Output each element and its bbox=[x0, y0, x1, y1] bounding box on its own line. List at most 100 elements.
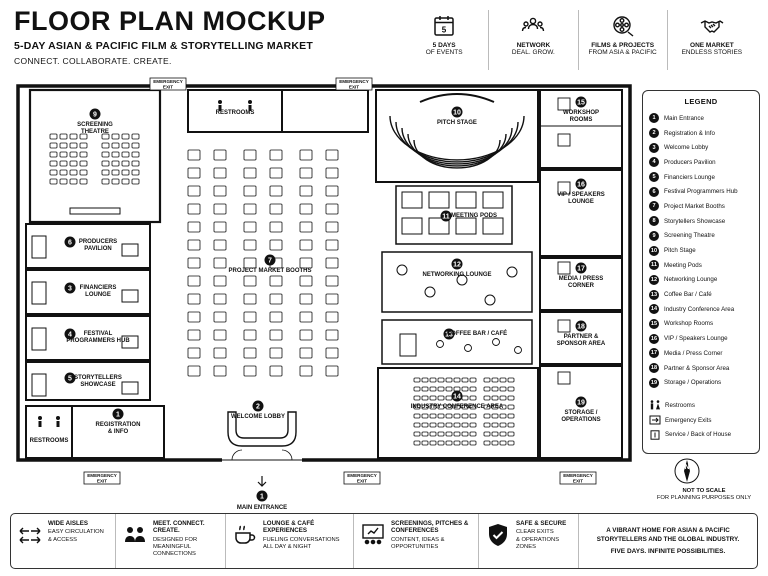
feature-desc: ZONES bbox=[516, 543, 536, 550]
exit-sign bbox=[335, 77, 373, 91]
booth-seat bbox=[69, 169, 78, 176]
exit-sign bbox=[149, 77, 187, 91]
zone-screening-theatre bbox=[28, 88, 162, 224]
booth-seat bbox=[213, 149, 227, 161]
booth-seat bbox=[101, 169, 110, 176]
legend-number: 2 bbox=[649, 128, 659, 139]
booth-seat bbox=[121, 178, 130, 185]
room-furniture bbox=[557, 133, 571, 147]
zone-number: 10 bbox=[453, 109, 461, 116]
booth-seat bbox=[269, 167, 283, 179]
booth-seat bbox=[421, 386, 429, 392]
booth-seat bbox=[269, 311, 283, 323]
handshake-icon bbox=[700, 20, 724, 33]
booth-seat bbox=[483, 404, 491, 410]
booth-seat bbox=[461, 395, 469, 401]
scale-line1: NOT TO SCALE bbox=[682, 488, 726, 494]
legend-label: Producers Pavilion bbox=[664, 158, 716, 166]
booth-seat bbox=[111, 178, 120, 185]
booth-seat bbox=[483, 431, 491, 437]
exit-label: EMERGENCY bbox=[563, 473, 593, 478]
booth-seat bbox=[131, 178, 140, 185]
booth-seat bbox=[499, 377, 507, 383]
zone-number: 12 bbox=[453, 261, 461, 268]
booth-seat bbox=[499, 422, 507, 428]
booth-seat bbox=[243, 221, 257, 233]
zone-number: 2 bbox=[256, 403, 260, 410]
zone-number-badge bbox=[252, 400, 264, 412]
zone-number-badge bbox=[575, 396, 587, 408]
exit-label: EXIT bbox=[573, 479, 583, 484]
meeting-pod bbox=[482, 217, 504, 235]
theatre-screen bbox=[69, 207, 121, 215]
booth-seat bbox=[325, 167, 339, 179]
booth-seat bbox=[59, 151, 68, 158]
booth-seat bbox=[437, 431, 445, 437]
zone-number: 4 bbox=[68, 331, 72, 338]
zone-industry-conference bbox=[377, 367, 539, 459]
exit-label: EMERGENCY bbox=[347, 473, 377, 478]
booth-furniture bbox=[121, 289, 139, 303]
booth-seat bbox=[429, 395, 437, 401]
zone-label: & INFO bbox=[108, 429, 129, 435]
lounge-table bbox=[396, 264, 408, 276]
booth-seat bbox=[111, 142, 120, 149]
booth-seat bbox=[445, 404, 453, 410]
zone-number: 6 bbox=[68, 239, 72, 246]
legend-number: 1 bbox=[649, 113, 659, 124]
booth-seat bbox=[499, 440, 507, 446]
restroom-icon bbox=[649, 399, 661, 411]
meeting-pod bbox=[428, 191, 450, 209]
booth-seat bbox=[483, 440, 491, 446]
legend-number: 13 bbox=[649, 289, 659, 300]
zone-number-badge bbox=[575, 96, 587, 108]
legend-number: 18 bbox=[649, 363, 659, 374]
booth-seat bbox=[187, 329, 201, 341]
booth-seat bbox=[453, 413, 461, 419]
booth-seat bbox=[49, 133, 58, 140]
booth-seat bbox=[507, 386, 515, 392]
feature-desc: MEANINGFUL bbox=[153, 544, 192, 551]
legend-number: 14 bbox=[649, 304, 659, 315]
zone-number-badge bbox=[64, 328, 76, 340]
zone-vip-lounge bbox=[539, 169, 623, 257]
booth-seat bbox=[101, 142, 110, 149]
booth-seat bbox=[413, 422, 421, 428]
pitch-seat-row bbox=[407, 133, 507, 167]
claim-line3: FIVE DAYS. INFINITE POSSIBILITIES. bbox=[610, 547, 726, 555]
booth-seat bbox=[59, 160, 68, 167]
zone-label: WORKSHOP bbox=[563, 110, 599, 116]
booth-seat bbox=[507, 377, 515, 383]
legend-label: Workshop Rooms bbox=[664, 320, 714, 328]
zone-restrooms-bottom bbox=[25, 405, 73, 459]
zone-label: CORNER bbox=[568, 283, 595, 289]
booth-seat bbox=[269, 221, 283, 233]
booth-seat bbox=[59, 142, 68, 149]
booth-seat bbox=[187, 347, 201, 359]
entrance-arc-left bbox=[231, 449, 243, 461]
zone-storage-ops bbox=[539, 365, 623, 459]
booth-seat bbox=[483, 386, 491, 392]
zone-number-badge bbox=[575, 320, 587, 332]
booth-seat bbox=[507, 413, 515, 419]
booth-seat bbox=[325, 239, 339, 251]
booth-seat bbox=[243, 203, 257, 215]
booth-seat bbox=[325, 293, 339, 305]
presentation-icon bbox=[362, 524, 384, 545]
booth-seat bbox=[413, 377, 421, 383]
zone-storytellers-showcase bbox=[25, 361, 151, 401]
booth-seat bbox=[429, 413, 437, 419]
legend-symbol-label: Service / Back of House bbox=[665, 431, 732, 439]
feature-title: MEET. CONNECT. CREATE. bbox=[153, 520, 205, 535]
booth-seat bbox=[437, 440, 445, 446]
booth-seat bbox=[413, 395, 421, 401]
legend-number: 19 bbox=[649, 377, 659, 388]
zone-number-badge bbox=[112, 408, 124, 420]
booth-seat bbox=[243, 185, 257, 197]
booth-seat bbox=[421, 413, 429, 419]
booth-seat bbox=[469, 422, 477, 428]
feature-desc: EASY CIRCULATION bbox=[48, 529, 104, 536]
